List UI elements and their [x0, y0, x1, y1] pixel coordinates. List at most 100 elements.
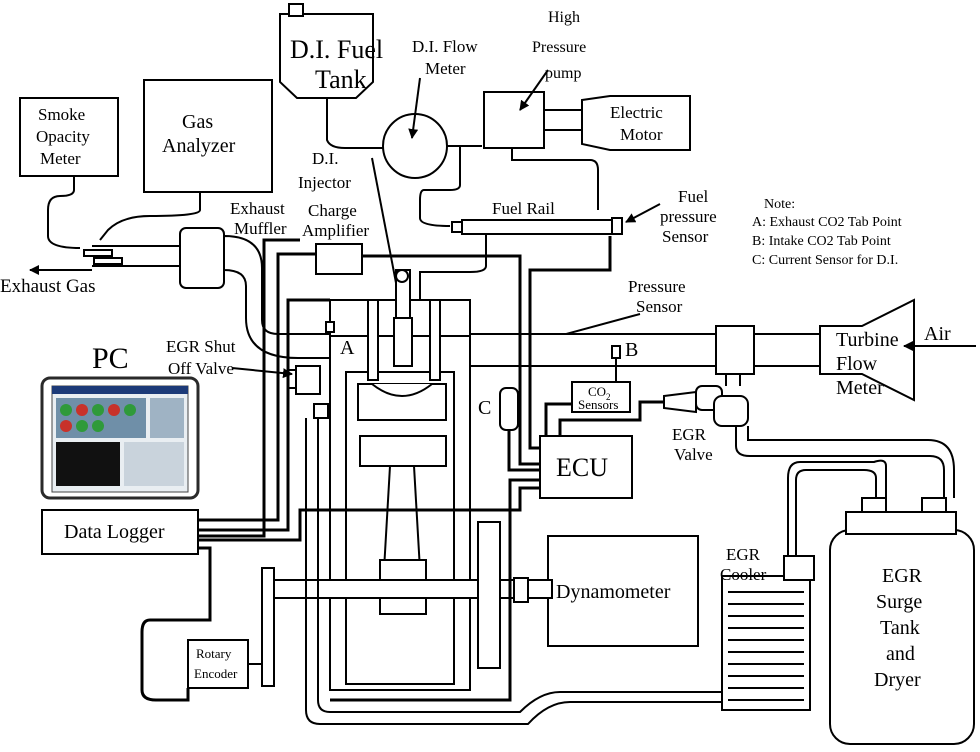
turbine-flow-meter-label-2: Flow [836, 353, 878, 375]
egr-cooler-label-1: EGR [726, 545, 761, 564]
co2-sensors-label-2: Sensors [578, 397, 618, 412]
wire-logger-encoder [140, 546, 212, 702]
tap-a-label: A [340, 337, 355, 359]
smoke-opacity-meter: Smoke Opacity Meter [19, 97, 119, 177]
tap-point-a [325, 321, 335, 333]
di-fuel-tank: D.I. Fuel Tank [279, 3, 383, 99]
egr-shut-off-label-1: EGR Shut [166, 337, 236, 356]
rotary-encoder: Rotary Encoder [187, 639, 249, 689]
wire-ecu-bottom [330, 478, 540, 702]
flywheel [477, 521, 501, 669]
egr-shut-off-valve: EGR Shut Off Valve [166, 337, 321, 395]
note-item-c: C: Current Sensor for D.I. [752, 253, 898, 268]
gas-analyzer: Gas Analyzer [143, 79, 273, 193]
rotary-encoder-label-1: Rotary [196, 646, 232, 661]
wire-logger-charge-amp [198, 252, 316, 522]
note-item-b: B: Intake CO2 Tab Point [752, 234, 891, 249]
egr-surge-label-1: EGR [882, 565, 923, 587]
wire-co2-ecu [544, 402, 572, 436]
engine-block [329, 269, 471, 691]
fuel-pressure-sensor-label-1: Fuel [678, 187, 709, 206]
fuel-rail: Fuel Rail [451, 199, 623, 235]
fuel-pressure-sensor-label-2: pressure [660, 207, 717, 226]
probe-2 [93, 257, 123, 265]
dynamometer-label: Dynamometer [556, 581, 671, 603]
pressure-sensor-label-2: Sensor [636, 297, 683, 316]
egr-surge-tank: EGR Surge Tank and Dryer [829, 497, 975, 745]
smoke-sample-line [47, 176, 81, 249]
exhaust-duct [223, 234, 331, 359]
di-flow-meter-label-1: D.I. Flow [412, 37, 478, 56]
wire-logger-engine [198, 298, 330, 532]
fuel-line-pump-to-rail [511, 148, 599, 210]
egr-cooler: EGR Cooler [720, 545, 815, 711]
egr-surge-label-3: Tank [880, 617, 920, 639]
di-injector-label-1: D.I. [312, 149, 338, 168]
current-sensor-c [499, 387, 519, 431]
coupling [513, 577, 529, 603]
probe-1 [83, 249, 113, 257]
high-pressure-pump-label-3: pump [545, 65, 581, 82]
wire-egr-valve-ecu [558, 400, 664, 436]
tank-to-cooler-inner [787, 459, 887, 556]
tap-point-b [611, 345, 621, 359]
tank-to-cooler-outer [795, 469, 877, 556]
dynamometer: Dynamometer [547, 535, 699, 647]
intake-duct-left [449, 333, 717, 367]
note-title: Note: [764, 197, 795, 212]
data-logger: Data Logger [41, 509, 199, 555]
tap-c-label: C [478, 397, 491, 419]
high-pressure-pump: High Pressure pump [483, 9, 586, 149]
pressure-sensor-label-1: Pressure [628, 277, 686, 296]
egr-valve-label-1: EGR [672, 425, 707, 444]
co2-sensors-label-main: CO [588, 384, 606, 399]
egr-valve: EGR Valve [663, 385, 749, 464]
air-label: Air [924, 323, 951, 345]
wire-ecu-logger [198, 486, 540, 542]
note-item-a: A: Exhaust CO2 Tab Point [752, 215, 902, 230]
di-flow-meter: D.I. Flow Meter [382, 37, 478, 179]
smoke-opacity-meter-label-2: Opacity [36, 127, 90, 146]
exhaust-muffler-label-2: Muffler [234, 219, 287, 238]
charge-amplifier-label-1: Charge [308, 201, 357, 220]
ecu-label: ECU [556, 453, 608, 482]
co2-sensors-label-sub: 2 [606, 392, 611, 402]
fuel-line-tank [326, 98, 385, 149]
high-pressure-pump-label-1: High [548, 9, 580, 26]
di-flow-meter-label-2: Meter [425, 59, 466, 78]
fuel-line-return [430, 146, 461, 191]
rotary-encoder-label-2: Encoder [194, 666, 238, 681]
intake-duct-right [753, 333, 821, 367]
gas-analyzer-label-1: Gas [182, 111, 213, 133]
pc-label: PC [92, 342, 129, 375]
wire-charge-amp-ecu [362, 254, 540, 466]
data-logger-label: Data Logger [64, 521, 165, 543]
smoke-opacity-meter-label-3: Meter [40, 149, 81, 168]
fuel-rail-label: Fuel Rail [492, 199, 555, 218]
charge-amplifier-label-2: Amplifier [302, 221, 369, 240]
egr-valve-stem [725, 374, 741, 386]
wire-logger-top [198, 238, 300, 538]
fuel-pressure-sensor: Fuel pressure Sensor [625, 187, 717, 246]
high-pressure-pump-label-2: Pressure [532, 39, 586, 56]
egr-tube-to-tank-inner [747, 426, 955, 498]
cooler-to-engine-inner [305, 418, 722, 725]
pump-coupling [543, 109, 583, 131]
smoke-opacity-meter-label-1: Smoke [38, 105, 85, 124]
fuel-line-to-rail [419, 189, 451, 227]
exhaust-muffler-label-1: Exhaust [230, 199, 285, 218]
egr-surge-label-2: Surge [876, 591, 922, 613]
egr-tube-to-tank-outer [735, 426, 945, 498]
gas-sample-line [99, 192, 201, 241]
turbine-flow-meter: Turbine Flow Meter [819, 298, 915, 402]
egr-surge-label-4: and [886, 643, 915, 665]
fuel-pressure-sensor-label-3: Sensor [662, 227, 709, 246]
note-legend: Note: A: Exhaust CO2 Tab Point B: Intake… [752, 197, 902, 268]
charge-amplifier: Charge Amplifier [302, 201, 369, 275]
egr-port [313, 403, 329, 419]
tap-b-label: B [625, 339, 638, 361]
pulley [261, 567, 275, 687]
electric-motor-label-1: Electric [610, 103, 663, 122]
egr-valve-label-2: Valve [674, 445, 713, 464]
